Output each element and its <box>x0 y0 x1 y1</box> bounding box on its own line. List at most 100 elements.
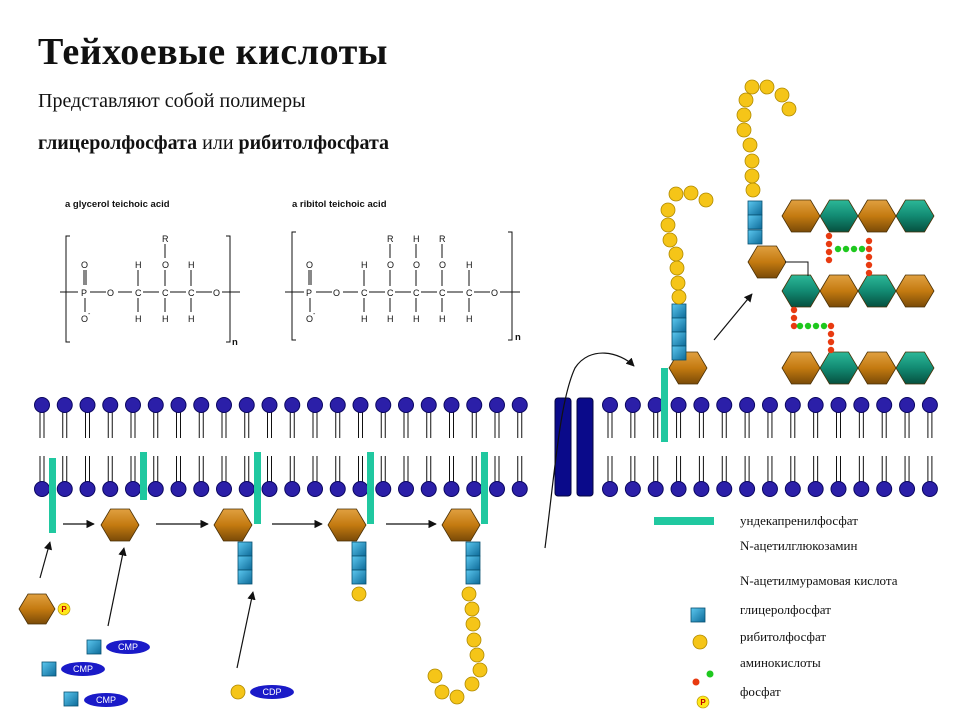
legend-murnac: N-ацетилмурамовая кислота <box>740 573 898 588</box>
amino-acid <box>825 232 833 240</box>
lipid-head <box>193 481 210 497</box>
amino-acid <box>865 237 873 245</box>
svg-text:CDP: CDP <box>262 687 281 697</box>
svg-text:H: H <box>162 314 169 324</box>
ribitolphosphate-unit <box>670 275 686 291</box>
amino-acid <box>790 306 798 314</box>
svg-text:H: H <box>439 314 446 324</box>
undecaprenyl-anchor <box>481 452 488 524</box>
glcnac-precursor <box>18 593 56 625</box>
lipid-head <box>352 481 369 497</box>
svg-text:R: R <box>162 234 169 244</box>
lipid-head <box>602 481 618 497</box>
amino-acid <box>865 253 873 261</box>
svg-text:P: P <box>61 605 67 614</box>
glycerol-formula-title: a glycerol teichoic acid <box>65 199 170 210</box>
cell-membrane <box>34 397 938 497</box>
ribitolphosphate-unit <box>736 122 752 138</box>
legend-ribitol-swatch <box>692 634 708 650</box>
conjunction: или <box>197 132 239 154</box>
svg-text:C: C <box>413 288 420 298</box>
svg-text:C: C <box>466 288 473 298</box>
amino-acid <box>827 330 835 338</box>
murnac-unit <box>819 199 859 233</box>
arrow <box>713 293 753 341</box>
lipid-head <box>420 481 437 497</box>
lipid-head <box>921 481 938 497</box>
svg-text:O: O <box>162 260 169 270</box>
svg-text:C: C <box>439 288 446 298</box>
svg-text:C: C <box>387 288 394 298</box>
lipid-head <box>489 481 505 497</box>
ribitolphosphate-unit <box>759 79 775 95</box>
lipid-head <box>261 397 278 413</box>
glcnac-intermediate <box>327 508 367 542</box>
undecaprenyl-anchor <box>661 368 668 442</box>
lipid-head <box>716 481 733 497</box>
lipid-head <box>739 481 756 497</box>
ribitolphosphate-unit <box>351 586 367 602</box>
cmp-reagent: CMP <box>63 691 128 707</box>
ribitolphosphate-unit <box>668 186 684 202</box>
ribitolphosphate-unit <box>671 289 687 305</box>
lipid-head <box>284 397 301 413</box>
reagents: CMP CMP CMP CDP P <box>41 602 294 707</box>
svg-text:H: H <box>135 260 142 270</box>
glycerolphosphate-unit <box>747 200 763 216</box>
glcnac-unit <box>895 274 935 308</box>
glycerolphosphate-unit <box>465 569 481 585</box>
molecule-shapes <box>18 79 935 705</box>
undecaprenyl-anchor <box>49 458 56 533</box>
linkage-line <box>785 261 809 276</box>
glycerolphosphate-unit <box>747 229 763 245</box>
lipid-head <box>466 397 483 413</box>
svg-text:H: H <box>188 260 195 270</box>
svg-text:H: H <box>413 234 420 244</box>
lipid-head <box>853 397 870 413</box>
legend-amino-red <box>692 678 700 686</box>
legend-ribitolphosphate: рибитолфосфат <box>740 629 826 644</box>
cmp-reagent: CMP <box>86 639 150 655</box>
lipid-head <box>147 397 164 413</box>
arrow <box>39 541 53 579</box>
ribitolphosphate-unit <box>465 616 481 632</box>
amino-acid <box>834 245 842 253</box>
lipid-head <box>102 397 119 413</box>
svg-text:H: H <box>466 314 473 324</box>
glycerolphosphate-unit <box>747 214 763 230</box>
glcnac-unit <box>857 351 897 385</box>
lipid-head <box>375 481 392 497</box>
cdp-reagent: CDP <box>230 684 294 700</box>
lipid-head <box>466 481 483 497</box>
lipid-head <box>830 397 847 413</box>
murnac-unit <box>857 274 897 308</box>
svg-text:H: H <box>135 314 142 324</box>
legend-glcnac: N-ацетилглюкозамин <box>740 538 857 553</box>
ribitolphosphate-unit <box>745 182 761 198</box>
amino-acid <box>842 245 850 253</box>
glycerolphosphate-unit <box>671 331 687 347</box>
svg-text:O: O <box>81 260 88 270</box>
ribitolphosphate-unit <box>738 92 754 108</box>
amino-acid <box>827 346 835 354</box>
legend: ундекапренилфосфат N-ацетилглюкозамин N-… <box>654 513 898 709</box>
glycerolphosphate-unit <box>351 541 367 557</box>
subtitle-polymers: глицеролфосфата или рибитолфосфата <box>38 132 389 155</box>
lipid-head <box>125 481 141 497</box>
glycerolphosphate-unit <box>671 345 687 361</box>
svg-text:C: C <box>188 288 195 298</box>
svg-text:P: P <box>306 288 312 298</box>
lipid-head <box>670 481 687 497</box>
lipid-head <box>876 397 893 413</box>
lipid-head <box>329 481 346 497</box>
legend-glycerol-swatch <box>690 607 706 623</box>
lipid-head <box>443 481 460 497</box>
amino-acid <box>790 314 798 322</box>
lipid-head <box>511 397 528 413</box>
lipid-head <box>170 481 187 497</box>
undecaprenyl-anchor <box>367 452 374 524</box>
lipid-head <box>443 397 460 413</box>
glycerol-n: n <box>232 337 238 348</box>
lipid-head <box>307 397 323 413</box>
